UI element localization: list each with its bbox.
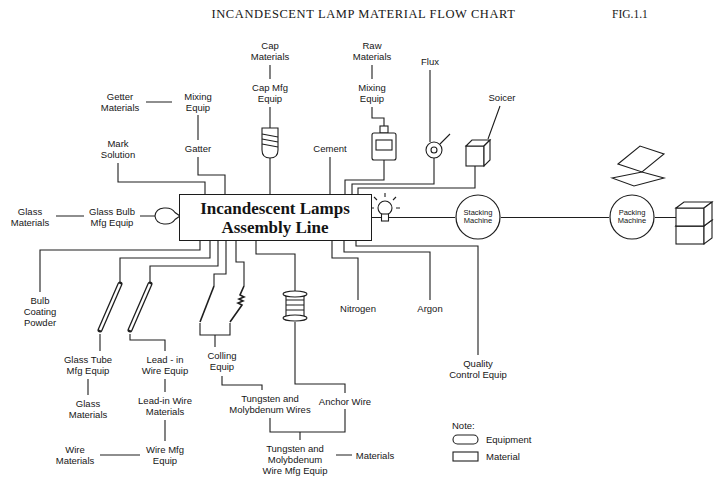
flow-label: Cap Mfg Equip: [245, 82, 295, 104]
flow-label: Soicer: [489, 92, 516, 103]
flux-tack-icon: [426, 142, 442, 158]
box-stack-icon: [704, 202, 712, 226]
box-stack-icon: [676, 208, 704, 226]
glass-tube-icon: [100, 284, 120, 330]
material-sample: [453, 452, 478, 461]
flow-label: Cap Materials: [247, 40, 293, 62]
wire-spool-icon: [283, 315, 307, 321]
wire-spool-icon: [286, 294, 304, 318]
flow-label: Glass Tube Mfg Equip: [60, 354, 116, 376]
machine-circle-outline: [456, 195, 500, 239]
machine-circle-outline: [610, 195, 654, 239]
flow-label: Lead-in Wire Materials: [134, 395, 196, 417]
machine-text: Packing Machine: [615, 209, 649, 226]
wire-icon: [200, 286, 214, 322]
flow-label: Raw Materials: [349, 40, 395, 62]
glass-tube-icon: [130, 284, 150, 330]
glass-tube-icon: [100, 284, 120, 330]
bottle-icon: [380, 126, 388, 133]
box-stack-icon: [676, 202, 712, 244]
cap-icon: [262, 128, 278, 158]
flow-connector: [501, 217, 609, 218]
packing-tray-icon: [612, 172, 664, 186]
flow-label: Mixing Equip: [175, 91, 221, 113]
flow-label: Getter Materials: [95, 91, 145, 113]
assembly-line-box: Incandescent Lamps Assembly Line: [179, 194, 372, 241]
wire-spool-icon: [286, 300, 304, 310]
note-label: Note:: [452, 420, 475, 431]
lamp-icon: [382, 214, 389, 221]
flow-label: Colling Equip: [200, 350, 244, 372]
flow-label: Gatter: [185, 143, 211, 154]
machine-circle: Stacking Machine: [455, 194, 501, 240]
legend-material: Material: [452, 451, 520, 462]
flow-label: Nitrogen: [340, 303, 376, 314]
flow-label: Tungsten and Molybdenum Wire Mfg Equip: [258, 443, 332, 476]
flow-label: Bulb Coating Powder: [18, 295, 62, 328]
flux-tack-icon: [426, 134, 450, 158]
wire-icon: [230, 286, 244, 322]
flow-label: Glass Bulb Mfg Equip: [85, 206, 139, 228]
flow-label: Mark Solution: [93, 138, 143, 160]
flow-label: Cement: [313, 143, 346, 154]
wire-icon: [200, 286, 244, 322]
box-stack-icon: [676, 226, 704, 244]
packing-tray-icon: [612, 146, 664, 186]
equipment-sample: [453, 435, 478, 444]
glass-tube-icon: [100, 284, 150, 330]
glass-tube-icon: [130, 284, 150, 330]
flow-label: Lead - in Wire Equip: [137, 354, 193, 376]
flow-label: Mixing Equip: [349, 82, 395, 104]
legend-sample: [452, 434, 480, 445]
flow-label: Tungsten and Molybdenum Wires: [225, 393, 315, 415]
legend-text: Material: [486, 451, 520, 462]
flow-label: Glass Materials: [63, 398, 113, 420]
flux-tack-icon: [440, 134, 450, 144]
flow-label: Flux: [421, 56, 439, 67]
lamp-icon: [378, 201, 392, 215]
cap-icon: [262, 134, 278, 147]
flow-label: Anchor Wire: [319, 396, 371, 407]
soicer-cube-icon: [466, 146, 484, 166]
soicer-cube-icon: [466, 140, 490, 166]
flow-label: Argon: [417, 303, 442, 314]
equipment-icons: [100, 126, 712, 330]
wire-spool-icon: [283, 291, 307, 321]
machine-text: Stacking Machine: [461, 209, 495, 226]
box-text: Incandescent Lamps Assembly Line: [190, 199, 360, 237]
soicer-cube-icon: [484, 140, 490, 166]
flow-label: Wire Mfg Equip: [142, 444, 188, 466]
cap-icon: [262, 128, 278, 158]
leader-line: [40, 240, 478, 455]
wire-spool-icon: [283, 291, 307, 297]
machine-circle: Packing Machine: [609, 194, 655, 240]
bottle-icon: [372, 133, 396, 160]
flow-label: Wire Materials: [52, 444, 98, 466]
flow-label: Quality Control Equip: [448, 358, 509, 380]
bottle-icon: [372, 126, 396, 160]
glass-bulb-icon: [155, 208, 180, 224]
leader-lines: [40, 65, 676, 455]
flow-label: Glass Materials: [7, 206, 53, 228]
lamp-icon: [370, 193, 400, 221]
bottle-icon: [376, 140, 392, 150]
flux-tack-icon: [431, 147, 437, 153]
packing-tray-icon: [618, 146, 664, 172]
flow-label: Materials: [356, 450, 395, 461]
legend-text: Equipment: [486, 434, 531, 445]
figure-number: FIG.1.1: [612, 8, 648, 21]
legend-equipment: Equipment: [452, 434, 531, 445]
glass-bulb-icon: [155, 208, 180, 224]
legend-sample: [452, 451, 480, 462]
